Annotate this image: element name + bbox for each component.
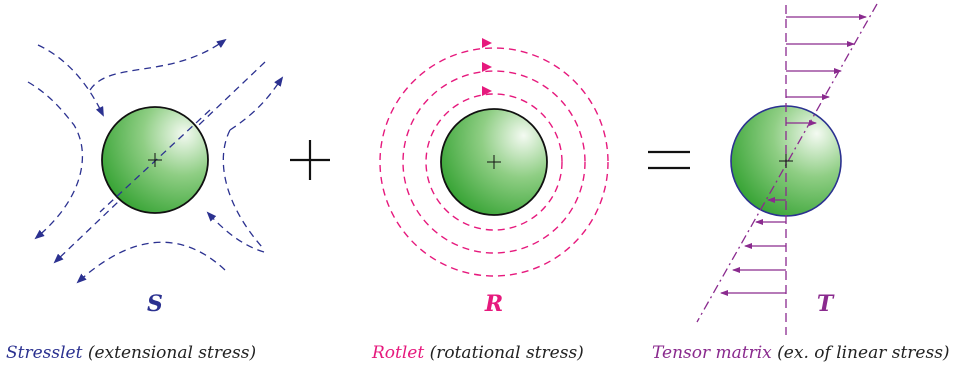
stresslet-caption-desc: (extensional stress) — [82, 343, 256, 363]
tensor-panel: T — [697, 4, 877, 335]
plus-operator — [290, 140, 330, 180]
tensor-caption: Tensor matrix (ex. of linear stress) — [652, 343, 950, 363]
rotlet-letter: R — [484, 291, 503, 317]
rotlet-panel: R — [380, 38, 608, 317]
rotlet-arrowheads — [482, 38, 492, 96]
stresslet-caption-name: Stresslet — [6, 343, 83, 363]
tensor-caption-desc: (ex. of linear stress) — [772, 343, 950, 363]
stresslet-letter: S — [147, 291, 163, 317]
equals-operator — [648, 152, 690, 168]
tensor-letter: T — [817, 291, 835, 317]
rotlet-caption-name: Rotlet — [371, 343, 424, 363]
stresslet-caption: Stresslet (extensional stress) — [6, 343, 256, 363]
rotlet-arrow-icon — [482, 38, 492, 48]
stresslet-panel: S — [28, 40, 282, 317]
rotlet-caption: Rotlet (rotational stress) — [371, 343, 584, 363]
tensor-caption-name: Tensor matrix — [652, 343, 772, 363]
rotlet-caption-desc: (rotational stress) — [424, 343, 584, 363]
